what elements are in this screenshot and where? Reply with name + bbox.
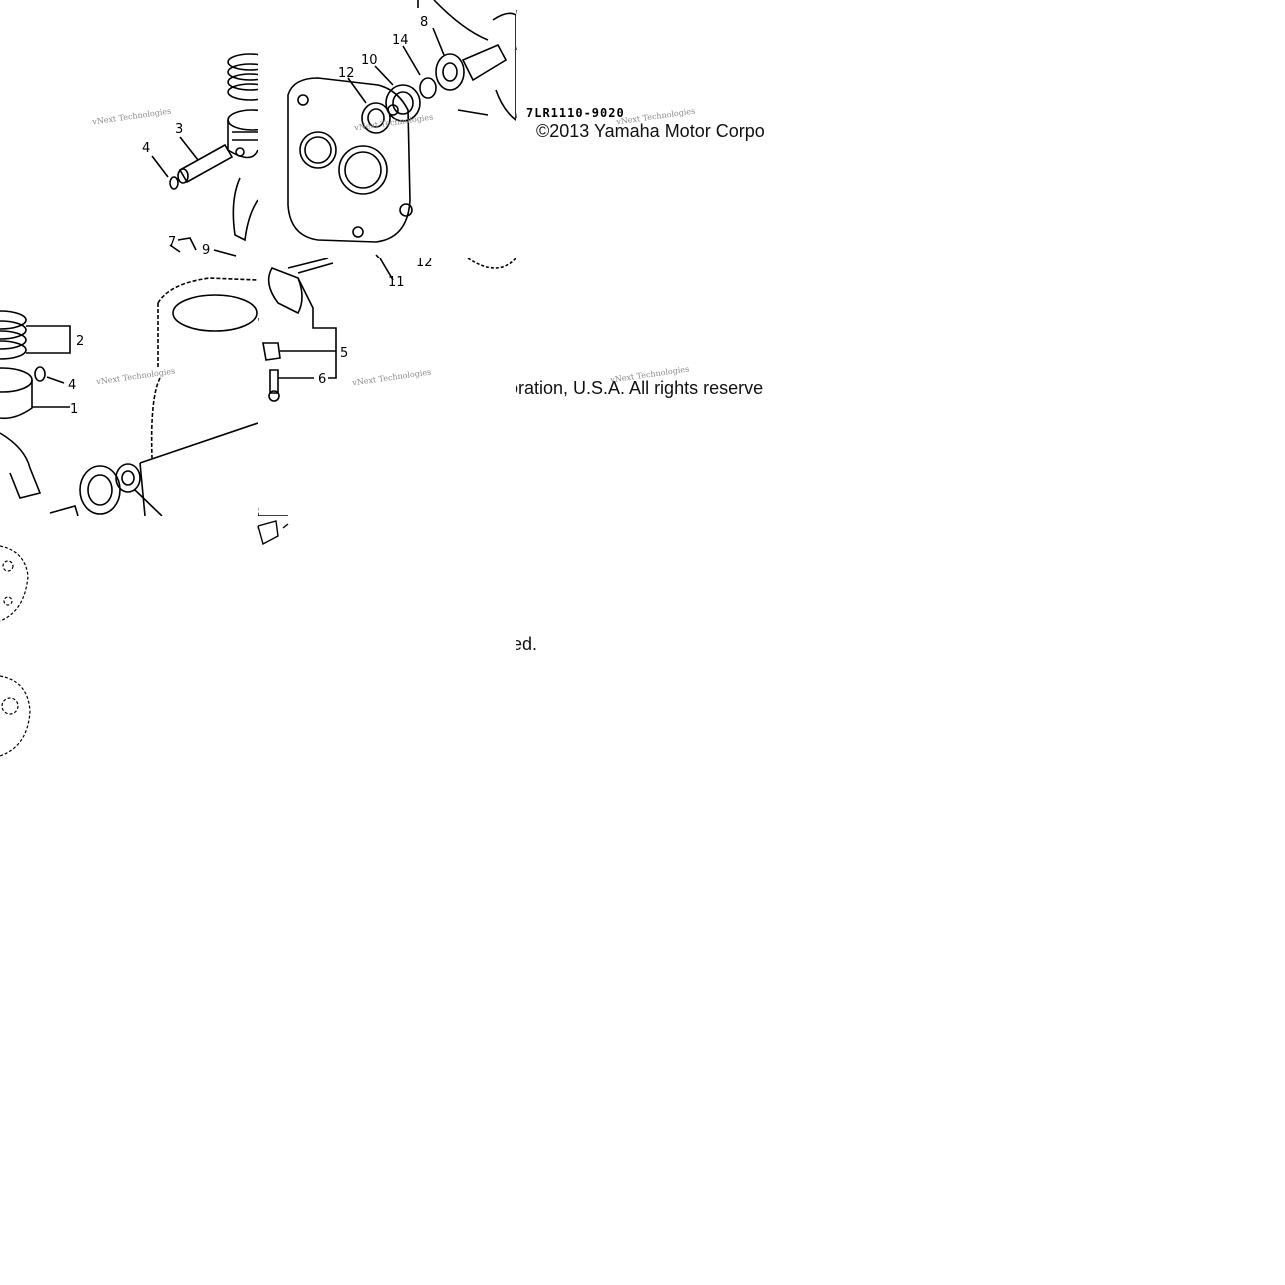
diagram-tile-crankcase: 12 10 14 8 vNext Technologies bbox=[258, 0, 516, 258]
callout-11: 11 bbox=[388, 275, 405, 290]
lower-center-drawing bbox=[258, 520, 289, 546]
diagram-tile-lower-fragment bbox=[0, 516, 258, 774]
callout-6: 6 bbox=[318, 372, 326, 387]
diagram-tile-crankshaft: 5 6 11 12 vNext Technologies bbox=[258, 258, 516, 516]
diagram-tile-piston-pin: 3 4 7 9 vNext Technologies bbox=[0, 0, 258, 258]
callout-9: 9 bbox=[202, 243, 210, 258]
diagram-tile-lower-center bbox=[258, 516, 516, 556]
crankcase-drawing: 12 10 14 8 bbox=[287, 0, 516, 258]
callout-2: 2 bbox=[76, 334, 84, 349]
callout-4: 4 bbox=[142, 141, 150, 156]
callout-13: 12 bbox=[338, 66, 355, 81]
callout-10: 10 bbox=[361, 53, 378, 68]
diagram-tile-copyright-top: 7LR1110-9020 ©2013 Yamaha Motor Corpo vN… bbox=[516, 0, 772, 258]
part-number: 7LR1110-9020 bbox=[526, 106, 625, 120]
copyright-line-1: ©2013 Yamaha Motor Corpo bbox=[536, 121, 765, 141]
callout-8: 8 bbox=[420, 15, 428, 30]
diagram-tile-copyright-bottom: ed. bbox=[516, 516, 772, 774]
diagram-tile-copyright-middle: oration, U.S.A. All rights reserve vNext… bbox=[516, 258, 772, 516]
lower-fragment-drawing bbox=[0, 526, 258, 757]
callout-14: 14 bbox=[392, 33, 409, 48]
callout-1: 1 bbox=[70, 402, 78, 417]
crankshaft-drawing: 5 6 11 12 bbox=[258, 258, 516, 516]
callout-7: 7 bbox=[168, 235, 176, 250]
diagram-tile-piston-assembly: 2 4 1 vNext Technologies bbox=[0, 258, 258, 516]
callout-3: 3 bbox=[175, 122, 183, 137]
callout-12: 12 bbox=[416, 258, 433, 270]
piston-assembly-drawing: 2 4 1 bbox=[0, 277, 258, 516]
piston-pin-drawing: 3 4 7 9 bbox=[142, 53, 258, 258]
copyright-line-3: ed. bbox=[516, 634, 538, 654]
callout-4-lower: 4 bbox=[68, 378, 76, 393]
callout-5: 5 bbox=[340, 346, 348, 361]
copyright-line-2: oration, U.S.A. All rights reserve bbox=[516, 378, 764, 398]
